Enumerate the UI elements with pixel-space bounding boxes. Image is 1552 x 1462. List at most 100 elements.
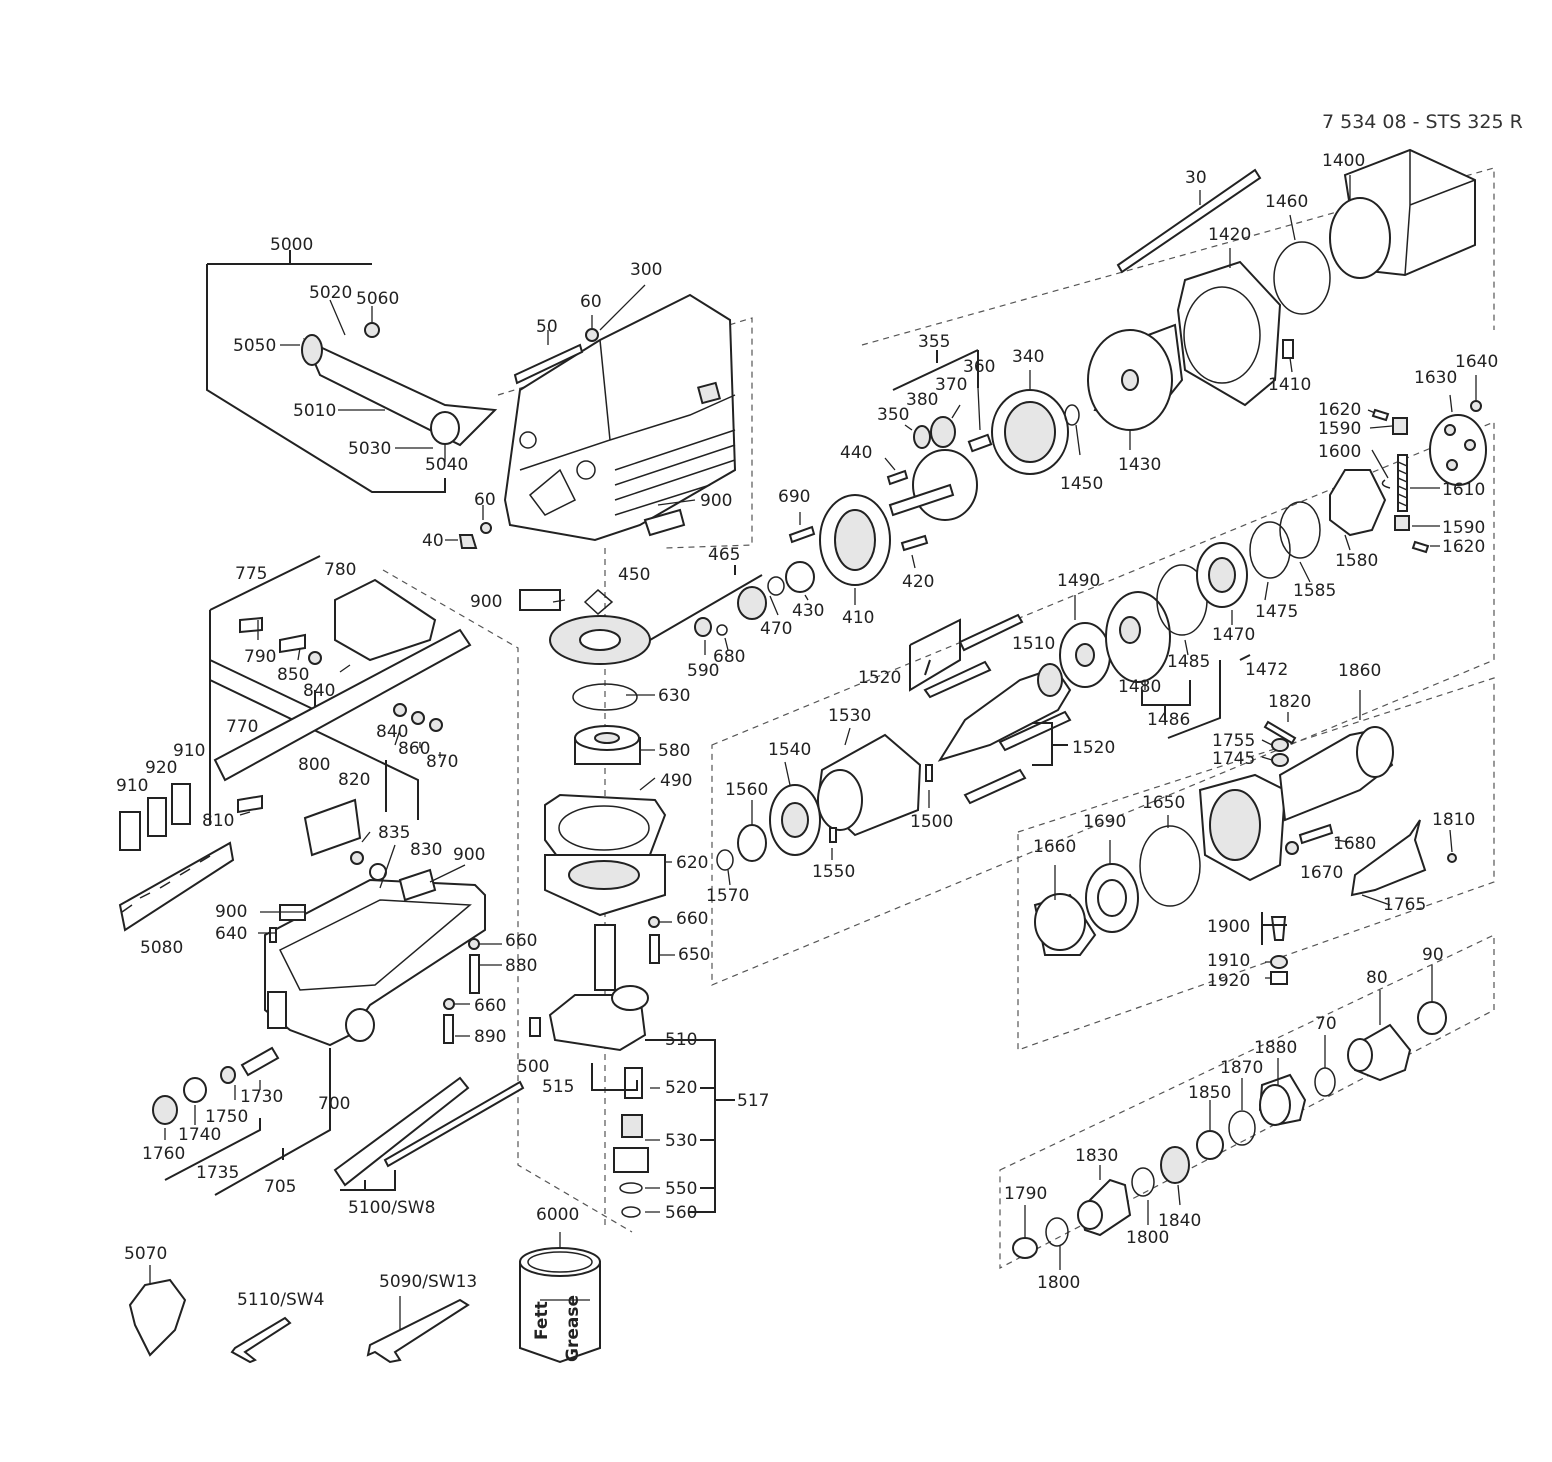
label-300: 300 xyxy=(630,260,662,280)
label-1740: 1740 xyxy=(178,1125,221,1145)
label-1870: 1870 xyxy=(1220,1058,1263,1078)
label-650: 650 xyxy=(678,945,710,965)
rear-housing-1860 xyxy=(1033,690,1457,985)
label-5060: 5060 xyxy=(356,289,399,309)
label-370: 370 xyxy=(935,375,967,395)
label-5110: 5110/SW4 xyxy=(237,1290,324,1310)
label-470: 470 xyxy=(760,619,792,639)
tool-5100 xyxy=(333,1076,470,1187)
label-1765: 1765 xyxy=(1383,895,1426,915)
label-5050: 5050 xyxy=(233,336,276,356)
label-660a: 660 xyxy=(676,909,708,929)
label-590: 590 xyxy=(687,661,719,681)
label-580: 580 xyxy=(658,741,690,761)
label-1800a: 1800 xyxy=(1126,1228,1169,1248)
label-690: 690 xyxy=(778,487,810,507)
label-900d: 900 xyxy=(215,902,247,922)
pin-640 xyxy=(269,927,277,943)
label-1820: 1820 xyxy=(1268,692,1311,712)
disc-1475 xyxy=(1249,521,1291,579)
washer-660-top xyxy=(648,916,660,928)
nut-1750 xyxy=(220,1066,236,1084)
insert-910a xyxy=(119,811,141,851)
label-40: 40 xyxy=(422,531,444,551)
label-1420: 1420 xyxy=(1208,225,1251,245)
label-1880: 1880 xyxy=(1254,1038,1297,1058)
label-530: 530 xyxy=(665,1131,697,1151)
label-640: 640 xyxy=(215,924,247,944)
coupling-5070 xyxy=(128,1278,187,1357)
label-700: 700 xyxy=(318,1094,350,1114)
ring-1800b xyxy=(1131,1167,1155,1197)
label-517: 517 xyxy=(737,1091,769,1111)
pin-810 xyxy=(237,794,263,814)
label-6000: 6000 xyxy=(536,1205,579,1225)
ring-1870 xyxy=(1228,1110,1256,1146)
washer-680 xyxy=(716,624,728,636)
screw-880 xyxy=(469,954,480,994)
drawing-title: 7 534 08 - STS 325 R xyxy=(1322,111,1523,133)
pin-500 xyxy=(529,1017,541,1037)
blade-holder-770-800 xyxy=(118,555,472,932)
seal-1590a xyxy=(1392,417,1408,435)
label-340: 340 xyxy=(1012,347,1044,367)
label-1400: 1400 xyxy=(1322,151,1365,171)
label-630: 630 xyxy=(658,686,690,706)
handle-threaded-end-5040 xyxy=(430,411,460,445)
motor-rotor-group xyxy=(909,469,1387,805)
saw-blade-5080 xyxy=(118,841,235,932)
label-1610: 1610 xyxy=(1442,480,1485,500)
label-835: 835 xyxy=(378,823,410,843)
label-890: 890 xyxy=(474,1027,506,1047)
label-1550: 1550 xyxy=(812,862,855,882)
pin-360 xyxy=(967,433,993,453)
pad-900-right xyxy=(398,868,437,902)
pin-1620b xyxy=(1411,540,1430,554)
washer-660a xyxy=(468,938,480,950)
washer-550 xyxy=(619,1182,643,1194)
valve-parts-1590-1640 xyxy=(1367,375,1487,554)
grease-label-grease: Grease xyxy=(563,1295,583,1362)
label-840a: 840 xyxy=(303,681,335,701)
label-5040: 5040 xyxy=(425,455,468,475)
label-550: 550 xyxy=(665,1179,697,1199)
pinion-gear xyxy=(737,586,767,620)
cap-1755 xyxy=(1271,738,1289,752)
label-775: 775 xyxy=(235,564,267,584)
label-850: 850 xyxy=(277,665,309,685)
label-1486: 1486 xyxy=(1147,710,1190,730)
label-1520b: 1520 xyxy=(1072,738,1115,758)
label-500: 500 xyxy=(517,1057,549,1077)
label-800: 800 xyxy=(298,755,330,775)
nozzle-1900 xyxy=(1270,916,1287,941)
label-5020: 5020 xyxy=(309,283,352,303)
handle-assembly-5000 xyxy=(206,250,498,493)
grease-label-fett: Fett xyxy=(532,1301,552,1340)
pin-1550 xyxy=(829,827,837,843)
label-70: 70 xyxy=(1315,1014,1337,1034)
label-900a: 900 xyxy=(700,491,732,511)
valve-cap-1630 xyxy=(1429,414,1487,486)
ring-1800a xyxy=(1045,1217,1069,1247)
label-1920: 1920 xyxy=(1207,971,1250,991)
label-440: 440 xyxy=(840,443,872,463)
label-1810: 1810 xyxy=(1432,810,1475,830)
segment-1520d xyxy=(963,768,1027,805)
handle-end-cap xyxy=(301,334,323,366)
spring-clip-1600 xyxy=(1381,479,1391,489)
screw-650 xyxy=(649,934,660,964)
washer-60b xyxy=(480,522,492,534)
washer-1790 xyxy=(1012,1237,1038,1259)
pin-790 xyxy=(239,616,263,634)
label-900b: 900 xyxy=(470,592,502,612)
o-ring-1460 xyxy=(1273,241,1331,315)
retaining-ring-450 xyxy=(583,588,614,616)
spring-1610 xyxy=(1397,454,1408,512)
label-1475: 1475 xyxy=(1255,602,1298,622)
label-450: 450 xyxy=(618,565,650,585)
label-420: 420 xyxy=(902,572,934,592)
label-90: 90 xyxy=(1422,945,1444,965)
label-5010: 5010 xyxy=(293,401,336,421)
label-1650: 1650 xyxy=(1142,793,1185,813)
screw-1640 xyxy=(1470,400,1482,412)
